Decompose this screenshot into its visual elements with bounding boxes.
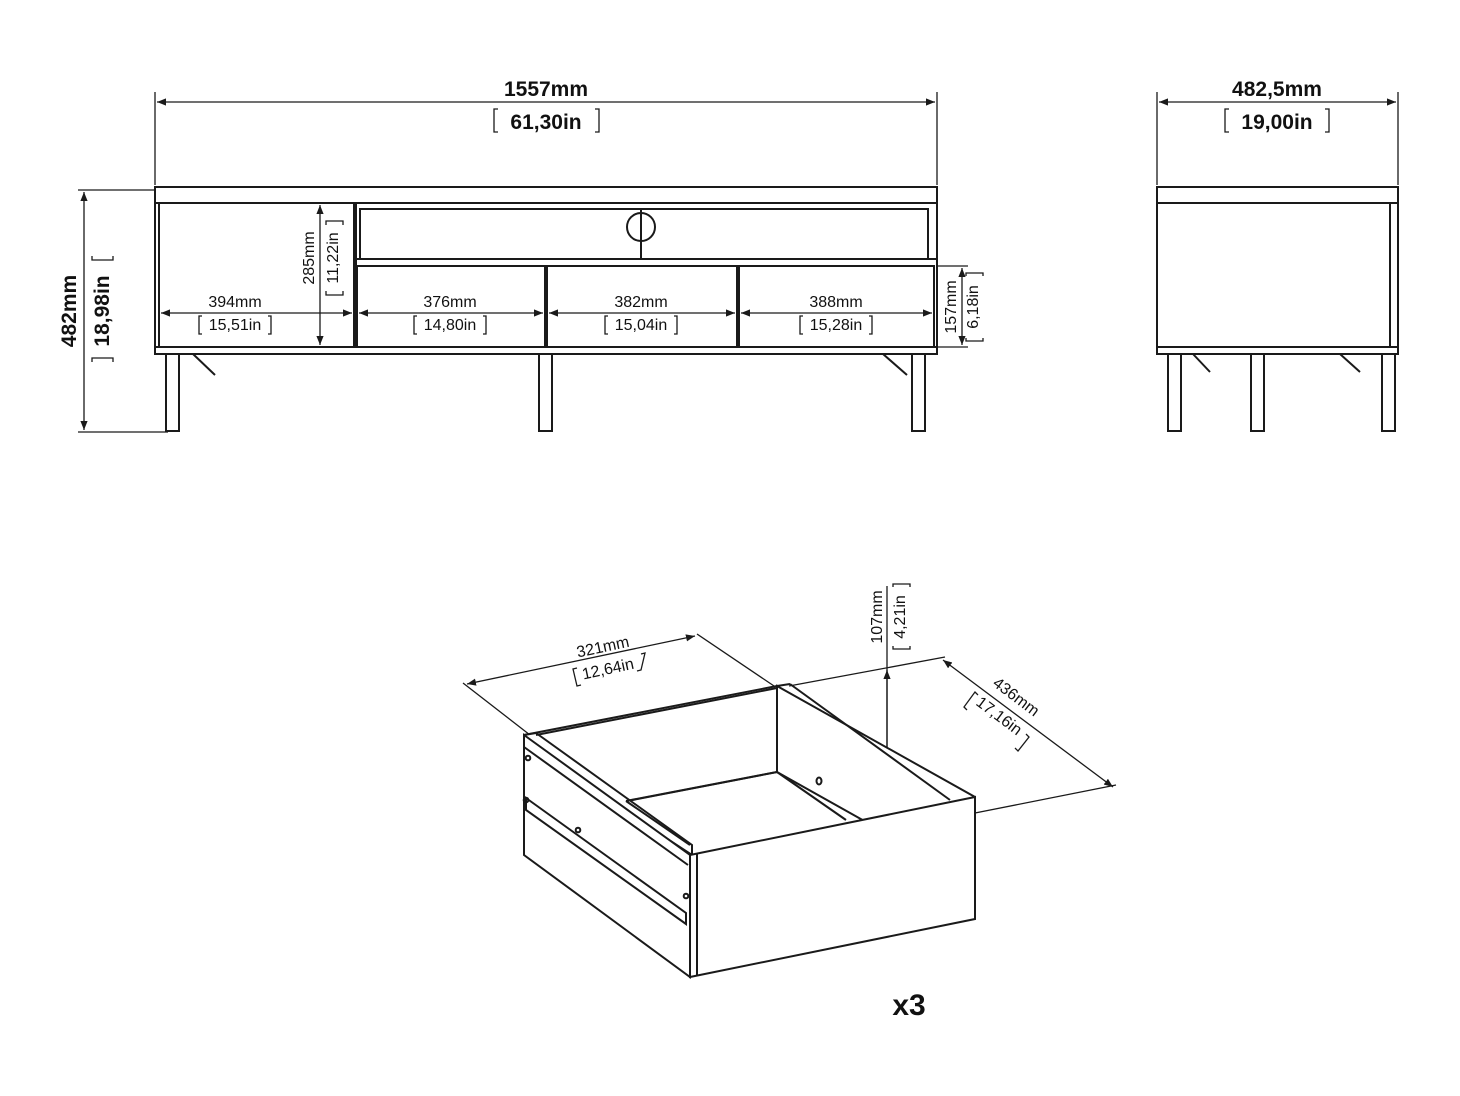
- drawer-side-edge: [523, 746, 689, 866]
- section-4-in-label: 15,28in: [810, 317, 863, 334]
- section-3-mm-label: 382mm: [614, 294, 667, 311]
- section-3-in-brackets: [604, 315, 678, 335]
- drawer-height-in-label: 6,18in: [965, 285, 982, 329]
- drawer-back-hole: [815, 776, 823, 786]
- door-height-in-label: 11,22in: [325, 232, 342, 283]
- width-in-label: 61,30in: [510, 111, 581, 134]
- section-2-in-label: 14,80in: [424, 317, 477, 334]
- drawer-width-in-brackets: [572, 652, 646, 687]
- drawer-screw-2: [522, 796, 530, 804]
- side-leg-middle: [1250, 353, 1265, 432]
- drawer-screw-1: [524, 754, 532, 762]
- side-leg-front: [1167, 353, 1182, 432]
- drawer-width-extension-left: [462, 682, 531, 736]
- drawer-width-extension-right: [696, 633, 778, 689]
- side-leg-brace-left: [1192, 353, 1211, 373]
- drawer-front-panel: [689, 795, 976, 979]
- drawer-depth-extension-bottom: [974, 784, 1117, 814]
- section-1-in-label: 15,51in: [209, 317, 262, 334]
- drawer-height-in-brackets: [892, 583, 911, 650]
- height-mm-label: 482mm: [58, 275, 81, 347]
- height-in-label: 18,98in: [91, 275, 114, 346]
- drawer-depth-dimension-line: [942, 659, 1114, 788]
- drawer-screw-4: [682, 892, 690, 900]
- drawer-front-1: [356, 265, 546, 348]
- front-leg-right: [911, 353, 926, 432]
- drawer-back-top-edge: [535, 687, 778, 736]
- front-view: 1557mm 61,30in 482mm 18,98in 394mm 15,51…: [58, 78, 984, 433]
- drawer-right-top-edge: [789, 683, 951, 801]
- drawer-front-3: [738, 265, 935, 348]
- drawer-depth-height-in-label: 4,21in: [892, 595, 909, 639]
- leg-brace-right: [882, 353, 908, 376]
- side-panel: [1156, 186, 1399, 355]
- drawer-back-corner: [776, 683, 791, 687]
- width-in-brackets: [493, 108, 600, 133]
- drawer-width-in-label: 12,64in: [581, 656, 636, 684]
- side-leg-brace-right: [1339, 353, 1361, 373]
- section-1-in-brackets: [198, 315, 272, 335]
- side-view: 482,5mm 19,00in: [1156, 78, 1399, 432]
- section-2-in-brackets: [413, 315, 487, 335]
- drawer-front-2: [546, 265, 738, 348]
- section-4-mm-label: 388mm: [809, 294, 862, 311]
- depth-in-label: 19,00in: [1241, 111, 1312, 134]
- drawer-height-mm-label: 157mm: [943, 280, 960, 333]
- depth-in-brackets: [1224, 108, 1330, 133]
- leg-brace-left: [192, 353, 216, 376]
- door-height-mm-label: 285mm: [301, 231, 318, 284]
- side-leg-back: [1381, 353, 1396, 432]
- drawer-depth-height-mm-label: 107mm: [869, 590, 886, 643]
- door-height-in-brackets: [325, 220, 344, 296]
- drawer-bottom-left-edge: [625, 800, 691, 846]
- front-leg-left: [165, 353, 180, 432]
- width-mm-label: 1557mm: [504, 78, 588, 101]
- drawer-depth-in-brackets: [963, 691, 1030, 752]
- height-in-brackets: [91, 256, 114, 362]
- section-2-mm-label: 376mm: [423, 294, 476, 311]
- section-3-in-label: 15,04in: [615, 317, 668, 334]
- drawer-screw-3: [574, 826, 582, 834]
- depth-mm-label: 482,5mm: [1232, 78, 1322, 101]
- drawer-quantity-label: x3: [892, 989, 925, 1022]
- drawer-bottom-center-line: [776, 771, 847, 821]
- drawer-depth-extension-top: [788, 656, 946, 687]
- drawer-width-dimension-line: [466, 634, 696, 686]
- front-leg-center: [538, 353, 553, 432]
- drawer-height-in-brackets: [965, 272, 984, 342]
- section-4-in-brackets: [799, 315, 873, 335]
- section-1-mm-label: 394mm: [208, 294, 261, 311]
- drawer-runner: [525, 796, 687, 926]
- drawer-bottom-back-edge: [625, 771, 778, 802]
- drawer-view: 321mm 12,64in 107mm 4,21in 436mm 17,16in: [462, 583, 1117, 1022]
